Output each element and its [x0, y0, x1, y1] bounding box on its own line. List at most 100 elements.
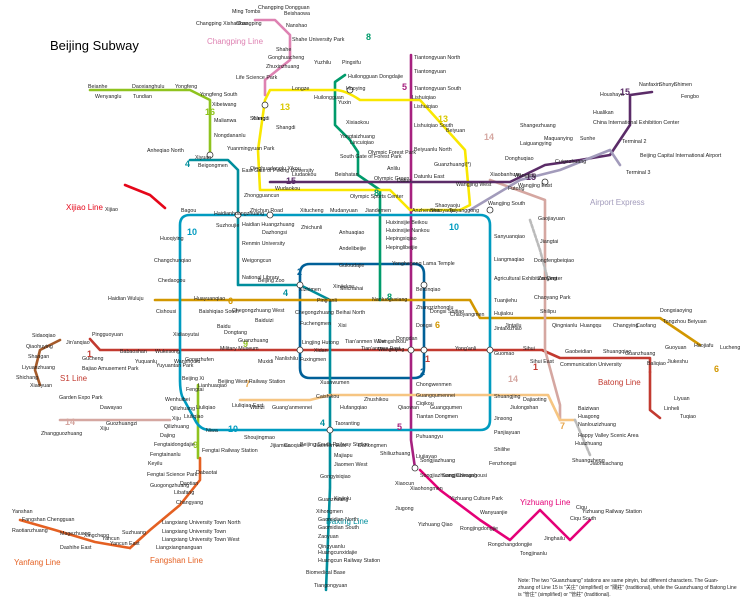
station-label: Wangfujing	[378, 347, 404, 353]
station-label: Raotianzhuang	[12, 528, 48, 534]
station-label: Caishikou	[316, 394, 339, 400]
station-label: Tuqiao	[680, 414, 696, 420]
station-label: South Gate of Forest Park	[340, 154, 402, 160]
station-label: Huilongguan Dongdajie	[348, 74, 403, 80]
station-label: Liujiayao	[416, 454, 437, 460]
station-label: Shangezhuang	[520, 123, 556, 129]
station-label: Zhangguozhuang	[41, 431, 82, 437]
station-label: Bajiao Amusement Park	[82, 366, 139, 372]
line-batong	[648, 370, 662, 420]
station-label: Lincuiqiao	[350, 140, 374, 146]
line-14	[488, 178, 562, 422]
station-label: Nongdananlu	[214, 133, 246, 139]
station-label: Tiantongyuan North	[414, 55, 460, 61]
station-label: Xi'erqi	[252, 116, 267, 122]
station-label: Jiandemen	[365, 208, 391, 214]
line-number-8-north: 8	[366, 32, 371, 42]
map-note-line-1: Note: The two "Guanzhuang" stations are …	[518, 578, 719, 584]
label-daxing-line: Daxing Line	[326, 517, 369, 526]
line-dashed-1	[528, 218, 550, 282]
station-label: Gaobeidian	[565, 349, 592, 355]
station-label: Changping	[236, 21, 262, 27]
station-label: Wangjing West	[456, 182, 492, 188]
station-label: Weigongcun	[242, 258, 271, 264]
station-label: Huayuanqiao	[194, 296, 225, 302]
station-label: Haojiafu	[694, 343, 713, 349]
station-label: Huoying	[346, 86, 365, 92]
station-label: Wanshoulu	[174, 359, 200, 365]
station-label: Lucheng	[720, 345, 740, 351]
station-label: Terminal 3	[626, 170, 650, 176]
line-number-16: 16	[205, 107, 215, 117]
station-label: Ming Tombs	[232, 9, 261, 15]
station-label: Baiziwan	[578, 406, 599, 412]
station-label: Liangxiang University Town North	[162, 520, 241, 526]
station-label: Dongxiaoying	[660, 308, 692, 314]
station-label: Dajiaoting	[523, 397, 547, 403]
station-label: Datun	[397, 178, 411, 184]
station-label: Hualikan	[593, 110, 614, 116]
station-dot-songjiazhuang	[411, 464, 419, 472]
line-6	[153, 298, 702, 347]
station-label: Shilihe	[494, 447, 510, 453]
station-label: Haidian Huangzhuang	[242, 222, 294, 228]
label-airport-express: Airport Express	[590, 198, 645, 207]
station-dot-beijing-south	[326, 426, 334, 434]
station-label: Zhongguancun	[244, 193, 279, 199]
station-label: Nanfaxin	[639, 82, 660, 88]
station-label: Changping Dongguan	[258, 5, 310, 11]
station-label: Xihongmen	[316, 509, 343, 515]
line-yizhuang	[418, 468, 592, 542]
station-label: Sihui East	[530, 359, 554, 365]
station-label: Beijing West Railway Station	[218, 379, 285, 385]
station-label: Jiugong	[395, 506, 414, 512]
station-dot-wangjing	[541, 178, 549, 186]
station-label: Yongfeng South	[200, 92, 238, 98]
station-label: Sihui	[523, 346, 535, 352]
label-yanfang-line: Yanfang Line	[14, 558, 61, 567]
station-label: Dahongmen	[358, 443, 387, 449]
station-label: Fengtaidongdajie	[154, 442, 195, 448]
station-label: Laiguangying	[520, 141, 552, 147]
station-label: Majiapu	[334, 453, 353, 459]
station-label: Gongyixiqiao	[320, 474, 351, 480]
station-label: Changping Xishankou	[196, 21, 248, 27]
station-label: Hujialou	[494, 311, 513, 317]
station-label: Tongjinanlu	[520, 551, 547, 557]
station-label: Shaoyaoju	[430, 208, 455, 214]
station-label: Mudanyuan	[330, 208, 358, 214]
line-changping	[253, 18, 292, 97]
station-label: Huazhuang	[575, 441, 602, 447]
line-number-7-west: 7	[245, 379, 250, 389]
station-label: Life Science Park	[236, 75, 278, 81]
station-label: Gucheng	[82, 356, 104, 362]
station-label: Yuzhilu	[314, 60, 331, 66]
station-label: Olympic Green	[374, 176, 409, 182]
station-label: Ciqu South	[570, 516, 596, 522]
station-label: Qilizhuang	[164, 424, 189, 430]
station-label: Wanyuanjie	[480, 510, 508, 516]
station-label: Shuangsheng	[572, 458, 605, 464]
map-title: Beijing Subway	[50, 38, 139, 53]
station-label: Jiaomen East	[314, 443, 347, 449]
line-dashed-2	[573, 418, 592, 457]
station-label: Babaoshan	[120, 349, 147, 355]
station-label: Lianhuaqiao	[198, 383, 227, 389]
station-label: Songjiazhuang	[442, 473, 477, 479]
station-label: Chongwenmen	[416, 382, 452, 388]
station-label: Baidu	[217, 324, 231, 330]
station-label: Tian'anmen West	[345, 339, 386, 345]
line-number-6-far: 6	[714, 364, 719, 374]
station-dot-huoying	[346, 86, 354, 94]
station-label: Caofang	[636, 323, 656, 329]
station-label: Guloudajie	[339, 263, 364, 269]
station-label: Haidian Wuluju	[108, 296, 144, 302]
station-label: Renmin University	[242, 241, 285, 247]
station-label: Wukesong	[155, 349, 180, 355]
station-dot-jianguomen	[420, 346, 428, 354]
station-label: Malianwa	[214, 118, 236, 124]
station-label: Fengbo	[681, 94, 699, 100]
station-label: Guozhuangzi	[106, 421, 137, 427]
station-label: Xinjiekou	[333, 284, 355, 290]
station-label: Guang'anmennei	[272, 405, 312, 411]
